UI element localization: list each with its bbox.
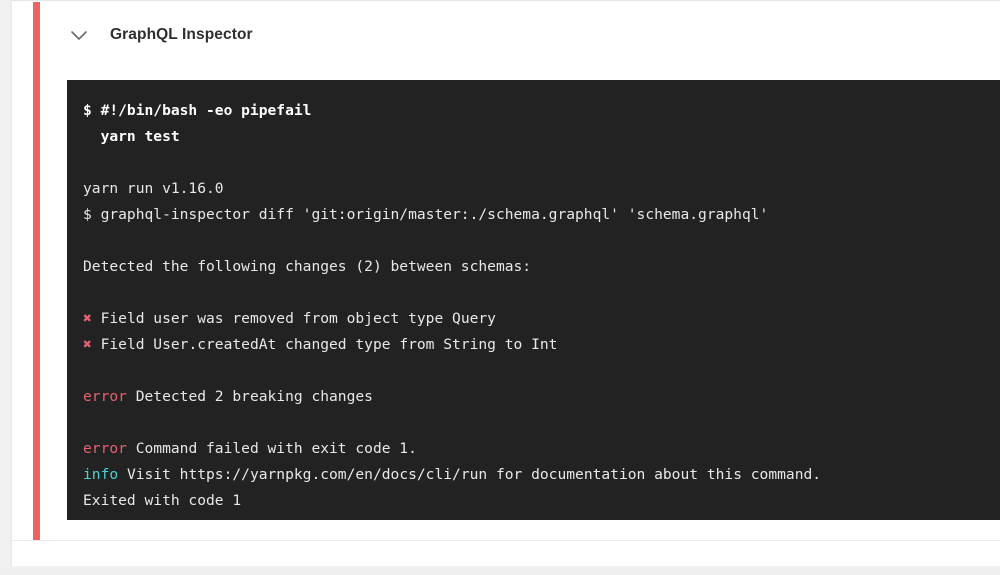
- terminal-line: info Visit https://yarnpkg.com/en/docs/c…: [83, 462, 984, 488]
- terminal-line-text: Detected 2 breaking changes: [126, 388, 373, 405]
- breaking-change-icon: ✖: [83, 310, 92, 327]
- info-label: info: [83, 466, 119, 483]
- terminal-line: ✖ Field User.createdAt changed type from…: [83, 332, 984, 358]
- error-label: error: [83, 440, 127, 457]
- terminal-line: yarn test: [83, 128, 180, 145]
- terminal-line: ✖ Field user was removed from object typ…: [83, 306, 984, 332]
- terminal-line-text: Command failed with exit code 1.: [126, 440, 417, 457]
- step-status-bar: [33, 2, 40, 540]
- terminal-line: error Detected 2 breaking changes: [83, 384, 984, 410]
- error-label: error: [83, 388, 127, 405]
- terminal-line: $ #!/bin/bash -eo pipefail: [83, 102, 312, 119]
- card-bottom-divider: [12, 540, 1000, 541]
- card-top-divider: [12, 0, 1000, 1]
- chevron-down-icon[interactable]: [66, 22, 92, 48]
- step-header-row[interactable]: GraphQL Inspector: [52, 14, 982, 56]
- terminal-line: $ graphql-inspector diff 'git:origin/mas…: [83, 206, 769, 223]
- terminal-line-text: Field user was removed from object type …: [91, 310, 496, 327]
- terminal-line: [83, 358, 984, 384]
- page-left-gutter: [0, 0, 12, 575]
- page-bottom-strip: [0, 566, 1000, 575]
- terminal-line: Detected the following changes (2) betwe…: [83, 258, 532, 275]
- terminal-line: [83, 280, 984, 306]
- terminal-line: Exited with code 1: [83, 492, 242, 509]
- step-title: GraphQL Inspector: [110, 26, 253, 43]
- terminal-lines: $ #!/bin/bash -eo pipefail yarn test yar…: [67, 80, 1000, 520]
- terminal-line: [83, 150, 984, 176]
- build-step-card: GraphQL Inspector $ #!/bin/bash -eo pipe…: [12, 0, 1000, 566]
- breaking-change-icon: ✖: [83, 336, 92, 353]
- terminal-line: yarn run v1.16.0: [83, 180, 224, 197]
- terminal-line: [83, 410, 984, 436]
- terminal-line: error Command failed with exit code 1.: [83, 436, 984, 462]
- terminal-line-text: Field User.createdAt changed type from S…: [91, 336, 558, 353]
- terminal-line: [83, 228, 984, 254]
- terminal-output-panel[interactable]: $ #!/bin/bash -eo pipefail yarn test yar…: [67, 80, 1000, 520]
- terminal-line-text: Visit https://yarnpkg.com/en/docs/cli/ru…: [118, 466, 822, 483]
